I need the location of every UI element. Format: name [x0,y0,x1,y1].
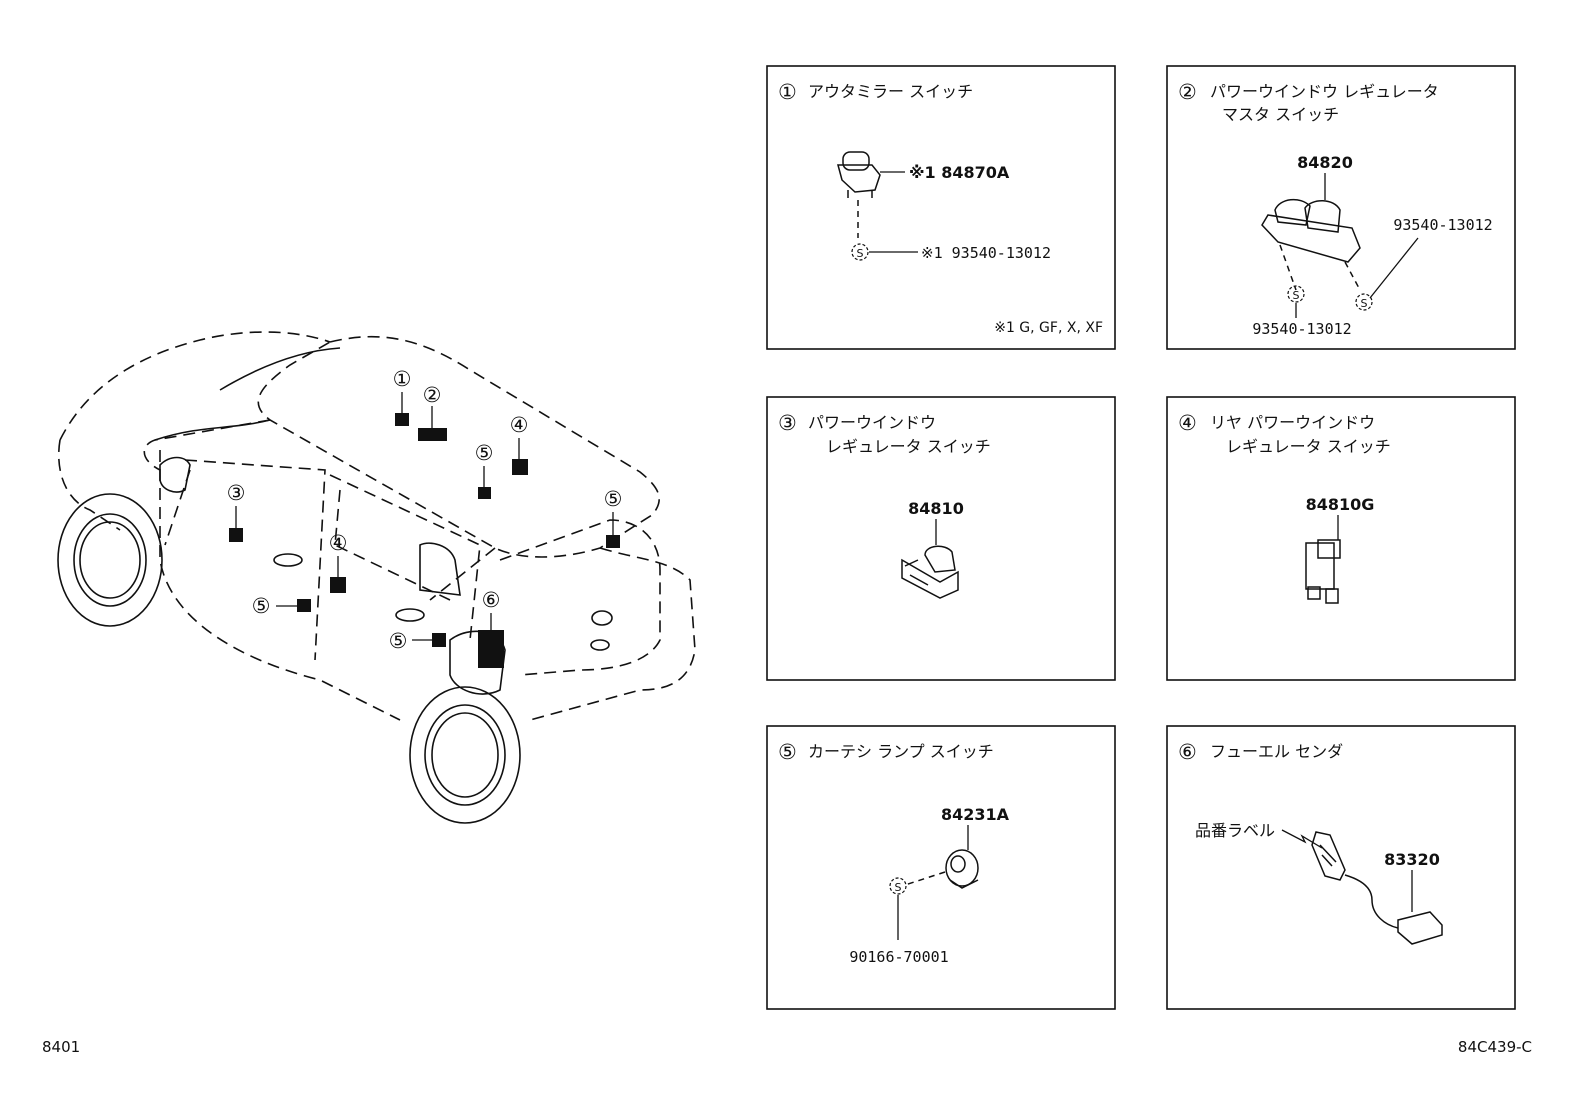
label-arrow-icon [1281,829,1323,849]
panel-6-number: ⑥ [1178,740,1197,764]
svg-text:S: S [857,247,864,260]
car-front-handle [273,553,303,567]
panel-1-number: ① [778,80,797,104]
car-front-door [164,459,326,661]
part-84231A: 84231A [941,805,1010,824]
screw-mark-icon: S [1355,293,1373,311]
car-rear-window [419,542,461,596]
panel-4-title-line1: リヤ パワーウインドウ [1210,413,1375,432]
car-callouts: ① ② ④ ⑤ ⑤ ③ ④ ⑤ ⑤ ⑥ [227,367,623,653]
fuel-sender-icon [1311,831,1443,945]
panel-4-title-line2: レギュレータ スイッチ [1226,437,1391,456]
panel-5-frame [766,725,1116,1010]
part-markers [229,413,620,668]
panel-2: ② パワーウインドウ レギュレータ マスタ スイッチ 84820 93540-1… [1178,80,1493,338]
panel-1-title: アウタミラー スイッチ [808,82,973,101]
car-rear-emblem [591,610,613,626]
panel-3: ③ パワーウインドウ レギュレータ スイッチ 84810 [778,411,991,599]
panel-1-frame [766,65,1116,350]
window-switch-icon [901,545,959,599]
car-callout-5b: ⑤ [604,487,623,511]
part-93540-13012-b: 93540-13012 [1393,216,1492,234]
courtesy-switch-icon [904,849,979,889]
part-93540-13012-c: 93540-13012 [1252,320,1351,338]
part-84810G: 84810G [1306,495,1375,514]
panel-2-number: ② [1178,80,1197,104]
panel-3-title-line1: パワーウインドウ [808,413,936,432]
car-rear-lamp [590,639,610,651]
screw-mark-icon: S [851,243,869,261]
panel-1: ① アウタミラー スイッチ ※1 84870A S ※1 93540-13012… [778,80,1103,336]
car-callout-3: ③ [227,481,246,505]
panel-4-number: ④ [1178,411,1197,435]
part-84820: 84820 [1297,153,1353,172]
svg-text:S: S [1361,297,1368,310]
car-front-wheel [57,493,163,627]
panel-2-title-line1: パワーウインドウ レギュレータ [1210,82,1439,101]
detail-panels: ① アウタミラー スイッチ ※1 84870A S ※1 93540-13012… [766,65,1516,1010]
window-master-switch-icon [1261,198,1361,291]
panel-1-note: ※1 G, GF, X, XF [994,320,1103,336]
car-side-mirror [159,456,191,493]
car-overview-diagram: ① ② ④ ⑤ ⑤ ③ ④ ⑤ ⑤ ⑥ [57,331,696,824]
car-roof-rails [154,347,341,441]
panel-3-frame [766,396,1116,681]
car-callout-6: ⑥ [482,588,501,612]
panel-5: ⑤ カーテシ ランプ スイッチ 84231A S 90166-70001 [778,740,1010,966]
panel-6-frame [1166,725,1516,1010]
part-84870A: ※1 84870A [909,163,1010,182]
figure-code: 84C439-C [1457,1038,1532,1056]
screw-mark-icon: S [889,877,907,895]
car-callout-1: ① [393,367,412,391]
part-93540-13012-a: ※1 93540-13012 [921,244,1051,262]
panel-2-frame [1166,65,1516,350]
panel-4: ④ リヤ パワーウインドウ レギュレータ スイッチ 84810G [1178,411,1391,604]
car-body-outline [58,331,696,721]
car-callout-2: ② [423,383,442,407]
car-rear-door [329,474,481,641]
car-callout-5d: ⑤ [389,629,408,653]
panel-3-number: ③ [778,411,797,435]
car-callout-4b: ④ [329,531,348,555]
car-rear-handle [395,608,425,622]
callout-leaders [235,392,614,641]
svg-text:S: S [1293,289,1300,302]
car-callout-4: ④ [510,413,529,437]
page-code: 8401 [42,1038,81,1056]
car-rear-wheel [409,686,521,824]
part-90166-70001: 90166-70001 [849,948,948,966]
rear-window-switch-icon [1305,539,1341,604]
part-83320: 83320 [1384,850,1440,869]
part-84810: 84810 [908,499,964,518]
car-callout-5c: ⑤ [252,594,271,618]
panel-5-title: カーテシ ランプ スイッチ [808,742,994,761]
svg-text:S: S [895,881,902,894]
panel-6-title: フューエル センダ [1210,742,1343,761]
outer-mirror-switch-icon [837,151,881,238]
car-fuel-sender-area [449,630,506,695]
car-tailgate [499,519,661,676]
panel-3-title-line2: レギュレータ スイッチ [826,437,991,456]
part-number-label-text: 品番ラベル [1195,821,1275,840]
panel-5-number: ⑤ [778,740,797,764]
car-callout-5a: ⑤ [475,441,494,465]
screw-mark-icon: S [1287,285,1305,303]
panel-2-title-line2: マスタ スイッチ [1222,105,1339,124]
panel-4-frame [1166,396,1516,681]
panel-6: ⑥ フューエル センダ 品番ラベル 83320 [1178,740,1443,945]
